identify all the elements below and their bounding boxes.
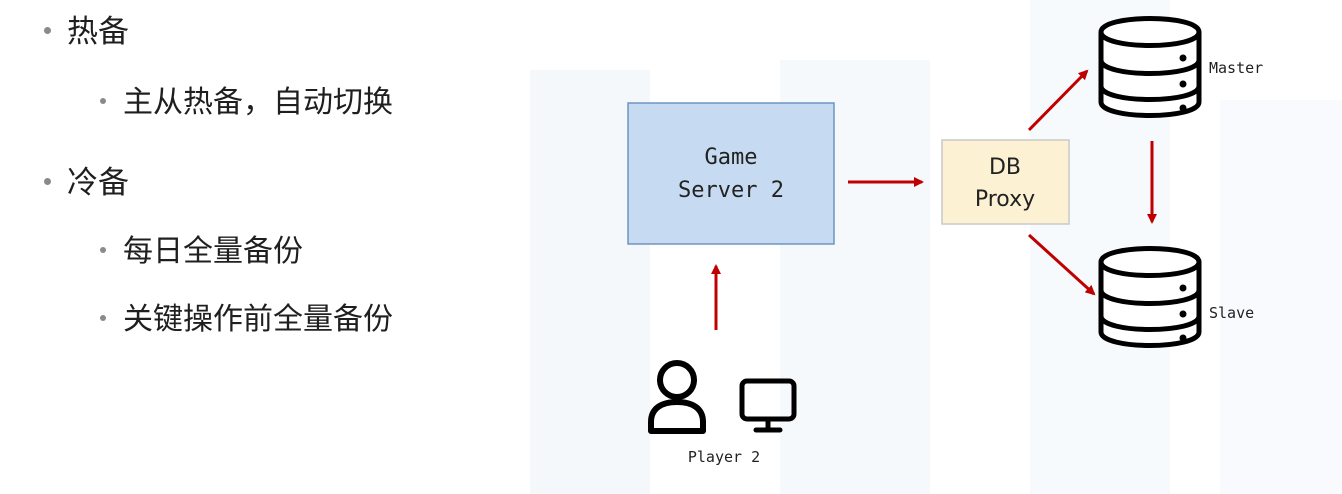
master-label: Master <box>1209 59 1263 77</box>
bullet-text: 每日全量备份 <box>123 234 303 269</box>
player-label: Player 2 <box>688 448 760 466</box>
arrow-proxy-to-slave <box>1027 233 1096 296</box>
db-proxy-label-line1: DB <box>989 155 1021 180</box>
game-server-label-line2: Server 2 <box>678 178 784 203</box>
bullet-item: 每日全量备份 <box>100 226 303 270</box>
database-icon <box>1098 246 1202 348</box>
bullet-item: 冷备 <box>44 157 129 202</box>
bullet-dot <box>44 27 51 34</box>
bullet-list: 热备 主从热备，自动切换 冷备 每日全量备份 关键操作前全量备份 <box>0 0 520 494</box>
bullet-item: 热备 <box>44 6 129 51</box>
slave-label: Slave <box>1209 304 1254 322</box>
person-icon <box>648 360 706 434</box>
bullet-dot <box>100 97 106 104</box>
bullet-text: 主从热备，自动切换 <box>123 85 393 120</box>
bullet-text: 关键操作前全量备份 <box>123 302 393 337</box>
background-decoration <box>1220 100 1342 494</box>
game-server-label-line1: Game <box>705 145 758 170</box>
db-proxy-label-line2: Proxy <box>975 187 1035 212</box>
database-icon <box>1098 16 1202 118</box>
bullet-text: 冷备 <box>67 165 129 201</box>
bullet-text: 热备 <box>67 14 129 50</box>
arrow-proxy-to-master <box>1027 69 1089 132</box>
game-server-box <box>627 102 835 245</box>
bullet-dot <box>100 246 106 253</box>
bullet-item: 主从热备，自动切换 <box>100 77 393 121</box>
bullet-item: 关键操作前全量备份 <box>100 294 393 338</box>
bullet-dot <box>100 314 106 321</box>
monitor-icon <box>739 378 797 433</box>
db-proxy-box <box>941 139 1070 225</box>
bullet-dot <box>44 178 51 185</box>
